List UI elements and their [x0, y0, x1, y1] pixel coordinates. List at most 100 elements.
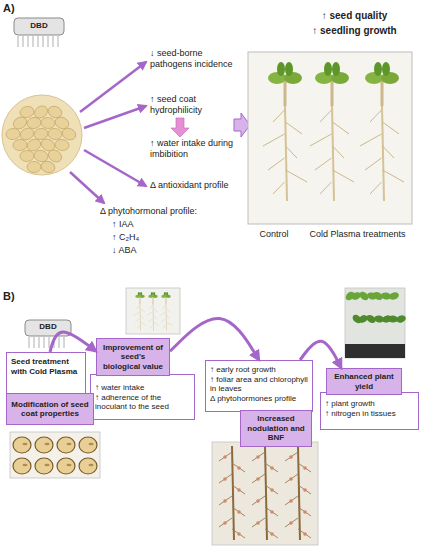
annotation-text: ↓ seed-borne pathogens incidence — [150, 48, 238, 70]
lateral-root — [154, 309, 158, 312]
effects-box: ↑ early root growth↑ foliar area and chl… — [205, 360, 313, 412]
soybean-seed — [79, 458, 97, 474]
plasma-discharge-line — [23, 36, 24, 47]
plasma-discharge-line — [34, 337, 35, 348]
main-root — [265, 446, 267, 540]
leaf — [153, 292, 155, 296]
stage-box: Increased nodulation and BNF — [240, 410, 312, 447]
root-nodule — [256, 499, 260, 503]
lateral-root — [285, 496, 298, 505]
treated-seeds-photo — [10, 432, 100, 478]
root-nodule — [303, 532, 307, 536]
seedling-root — [166, 304, 168, 331]
effects-box: ↑ plant growth↑ nitrogen in tissues — [320, 392, 419, 430]
leaf — [332, 62, 340, 76]
annotation-text: ↑ water intake during imbibition — [150, 138, 236, 160]
panel-letter: A) — [3, 2, 27, 15]
box-text: Modification of seed coat properties — [11, 400, 89, 419]
lateral-root — [141, 309, 145, 312]
seedlings-photo — [126, 288, 180, 334]
seedling-root — [332, 106, 334, 201]
effect-arrow — [84, 150, 146, 186]
lateral-root — [360, 134, 382, 146]
lateral-root — [320, 182, 332, 194]
device-label: DBD — [14, 21, 64, 31]
stage-box: Modification of seed coat properties — [6, 393, 94, 425]
lateral-root — [135, 319, 139, 322]
root-nodule — [303, 510, 307, 514]
seed-hilum — [45, 443, 50, 446]
cycle-arrow — [50, 332, 96, 352]
plant-leaf — [372, 290, 384, 301]
annotation-text: ↑ IAA — [112, 219, 172, 230]
annotation-text: ↑ C₂H₄ — [112, 232, 172, 243]
root-nodule — [223, 499, 227, 503]
leaf — [382, 62, 390, 76]
plasma-discharge-line — [49, 337, 50, 348]
plasma-discharge-line — [38, 36, 39, 47]
plasma-discharge-line — [33, 36, 34, 47]
lateral-root — [268, 158, 285, 170]
lateral-root — [298, 529, 311, 538]
lateral-root — [219, 452, 232, 461]
lateral-root — [320, 110, 332, 122]
plasma-discharge-line — [53, 36, 54, 47]
seedling-stem — [140, 297, 141, 304]
box-text: ↑ early root growth — [210, 365, 308, 375]
leaf — [166, 292, 168, 296]
plasma-discharge-line — [39, 337, 40, 348]
box-text: Increased nodulation and BNF — [245, 414, 307, 443]
seed-hilum — [45, 464, 50, 467]
plant-leaf — [388, 315, 398, 323]
lateral-root — [370, 182, 382, 194]
soybean-seed — [13, 458, 31, 474]
lateral-root — [150, 305, 153, 308]
soybean-seed — [13, 437, 31, 453]
lateral-root — [148, 319, 152, 322]
lateral-root — [383, 122, 400, 134]
lateral-root — [365, 158, 382, 170]
root-nodule — [303, 488, 307, 492]
lateral-root — [265, 463, 278, 472]
soybean-seed — [35, 437, 53, 453]
lateral-root — [286, 146, 298, 158]
lateral-root — [265, 529, 278, 538]
lateral-root — [383, 146, 395, 158]
root-nodule — [303, 466, 307, 470]
seedling-root — [285, 106, 287, 201]
panel-letter: B) — [3, 290, 27, 303]
seedling-stem — [166, 297, 167, 304]
lateral-root — [298, 507, 311, 516]
soybean-seed — [40, 160, 57, 175]
lateral-root — [285, 474, 298, 483]
seedling-root — [153, 304, 155, 331]
leaf — [324, 62, 332, 76]
lateral-root — [141, 315, 144, 318]
root-nodule — [237, 466, 241, 470]
root-nodule — [223, 521, 227, 525]
lateral-root — [298, 463, 311, 472]
leaf — [164, 292, 166, 296]
box-text: ↑ nitrogen in tissues — [325, 409, 414, 419]
soybean-seed — [13, 139, 28, 151]
root-nodule — [289, 455, 293, 459]
lateral-root — [298, 485, 311, 494]
leaf — [151, 292, 153, 296]
root-nodule — [237, 488, 241, 492]
root-nodule — [270, 532, 274, 536]
lateral-root — [147, 312, 153, 315]
lateral-root — [137, 305, 140, 308]
seed-hilum — [23, 464, 28, 467]
lateral-root — [333, 170, 355, 182]
annotation-text: ↑ seed coat hydrophilicity — [150, 94, 238, 116]
annotation-text: Control — [246, 229, 302, 240]
root-nodule — [289, 521, 293, 525]
plant-pots — [345, 344, 405, 358]
box-text: ↑ adherence of the inoculant to the seed — [95, 393, 190, 412]
plasma-discharge-line — [29, 337, 30, 348]
effects-box: ↑ water intake↑ adherence of the inocula… — [90, 374, 195, 420]
lateral-root — [167, 315, 170, 318]
lateral-root — [383, 170, 405, 182]
main-root — [298, 446, 300, 540]
seedling-stem — [284, 80, 287, 106]
